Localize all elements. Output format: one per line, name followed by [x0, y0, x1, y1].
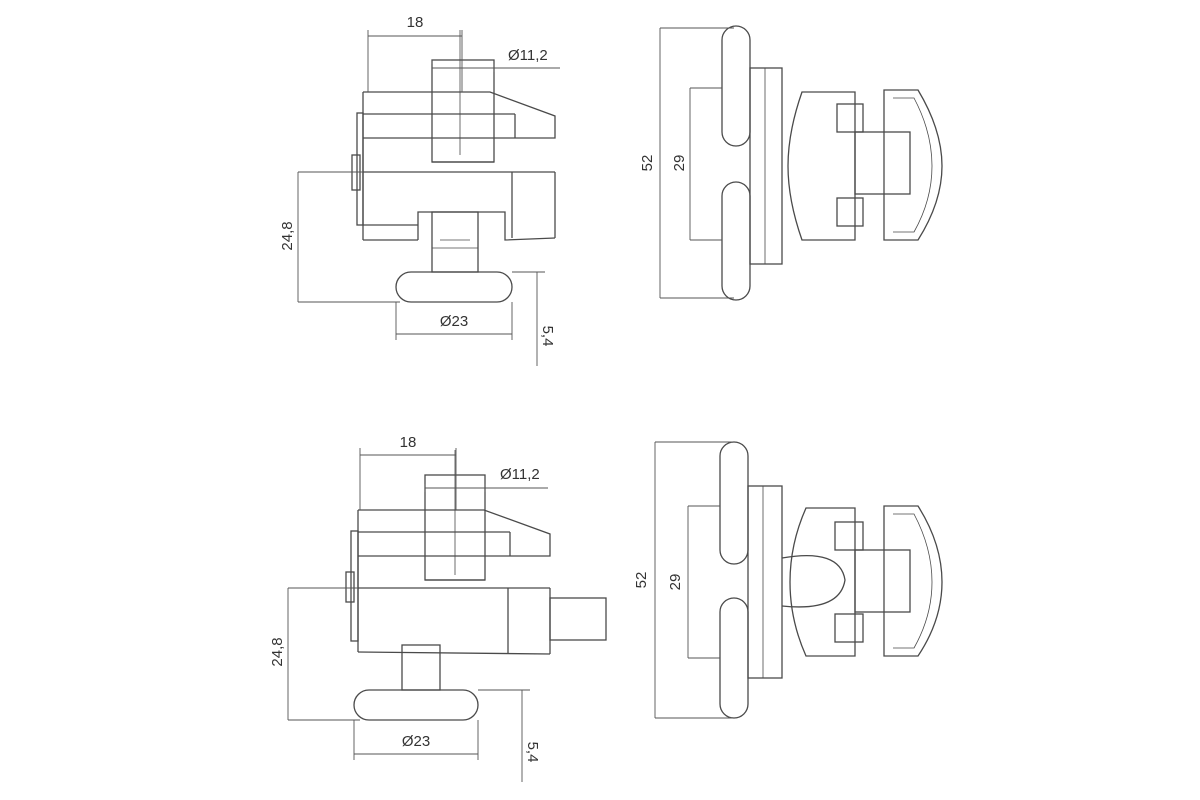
dim-knob-thickness-label: 5,4: [524, 742, 541, 763]
center-plate: [747, 485, 783, 679]
dim-height-label: 24,8: [269, 637, 286, 666]
clamp-body: [351, 91, 556, 241]
pin: [424, 450, 486, 581]
dimension-lines: [659, 27, 734, 299]
center-plate: [749, 67, 783, 265]
knob: [353, 689, 479, 721]
stem: [401, 644, 441, 691]
dim-height-label: 24,8: [279, 221, 296, 250]
dim-width-label: 18: [407, 14, 424, 31]
pin: [431, 30, 495, 163]
dim-spacing-label: 29: [667, 574, 684, 591]
lower-tab: [834, 613, 864, 643]
dim-knob-diameter-label: Ø23: [440, 313, 468, 330]
knob: [395, 271, 513, 303]
bottom-side-view: 18 Ø11,2 24,8 Ø23 5,4: [269, 434, 607, 782]
top-side-view: 18 Ø11,2 24,8 Ø23 5,4: [279, 14, 560, 366]
upper-flange: [719, 441, 749, 565]
lower-tab: [836, 197, 864, 227]
lower-flange: [721, 181, 751, 301]
stem: [431, 211, 479, 273]
bottom-front-view: 52 29: [633, 441, 943, 719]
cam-body: [787, 91, 856, 241]
upper-tab: [836, 103, 864, 133]
top-front-view: 52 29: [639, 25, 943, 301]
dim-hole-diameter-label: Ø11,2: [500, 466, 540, 483]
cam-lobe: [781, 555, 846, 608]
end-cap: [883, 505, 943, 657]
dimension-lines: [287, 448, 548, 782]
end-cap: [883, 89, 943, 241]
clamp-body: [345, 509, 607, 655]
upper-flange: [721, 25, 751, 147]
upper-tab: [834, 521, 864, 551]
dim-overall-label: 52: [633, 572, 650, 589]
dim-hole-diameter-label: Ø11,2: [508, 47, 548, 64]
dim-knob-thickness-label: 5,4: [539, 326, 556, 347]
lower-flange: [719, 597, 749, 719]
cam-shaft: [854, 549, 911, 613]
dim-spacing-label: 29: [671, 155, 688, 172]
dim-overall-label: 52: [639, 155, 656, 172]
cam-body: [789, 507, 856, 657]
dimension-lines: [654, 441, 732, 719]
dim-width-label: 18: [400, 434, 417, 451]
dimension-lines: [297, 30, 560, 366]
dim-knob-diameter-label: Ø23: [402, 733, 430, 750]
cam-shaft: [854, 131, 911, 195]
